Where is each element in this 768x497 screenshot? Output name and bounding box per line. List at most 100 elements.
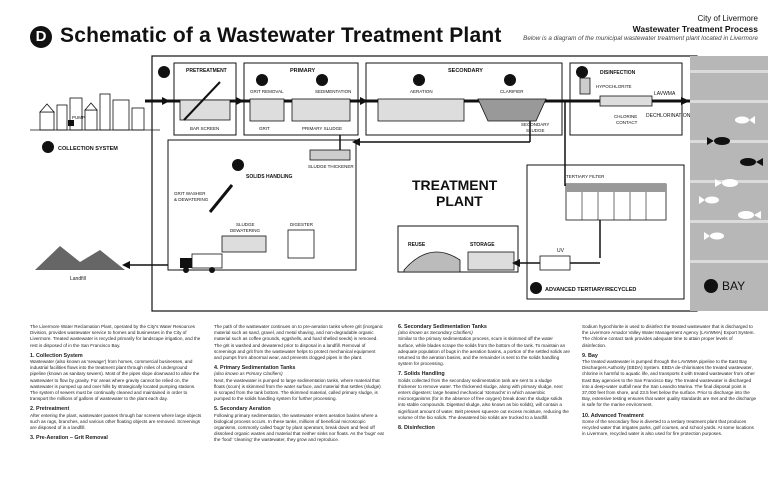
pretreatment-box <box>173 62 237 136</box>
secondary-sludge-label-2: SLUDGE <box>526 128 545 133</box>
clarifier-tank <box>477 98 547 122</box>
tertiary-filter-label: TERTIARY FILTER <box>566 174 605 179</box>
grit-tank <box>249 98 285 122</box>
step-9-badge <box>704 279 718 293</box>
section-6-heading: 6. Secondary Sedimentation Tanks <box>398 324 487 330</box>
section-3-heading: 3. Pre-Aeration – Grit Removal <box>30 435 108 442</box>
solids-handling-box <box>167 139 357 271</box>
landfill-label: Landfill <box>70 276 86 282</box>
step-7-badge <box>232 159 244 171</box>
step-4-badge <box>316 74 328 86</box>
text-column-1: The Livermore Water Reclamation Plant, o… <box>30 324 202 441</box>
aeration-basin <box>377 98 465 122</box>
pretreatment-label: PRETREATMENT <box>186 68 227 74</box>
disinfection-label: DISINFECTION <box>600 70 636 76</box>
section-4-subtitle: (also known as Primary Clarifiers) <box>214 371 283 377</box>
grit-washer-label-2: & DEWATERING <box>174 197 209 202</box>
advanced-tertiary-label: ADVANCED TERTIARY/RECYCLED <box>545 287 636 293</box>
chlorine-contact-label-1: CHLORINE <box>614 114 637 119</box>
bay-label: BAY <box>722 279 745 293</box>
section-6-body: Similar to the primary sedimentation pro… <box>398 336 570 367</box>
header-right: City of Livermore Wastewater Treatment P… <box>523 14 758 44</box>
tertiary-filter-icon <box>565 183 667 221</box>
grit-washer-icon <box>208 184 234 213</box>
sedimentation-label: SEDIMENTATION <box>315 89 351 94</box>
step-2-badge <box>158 66 170 78</box>
description-text: The Livermore Water Reclamation Plant, o… <box>30 324 760 494</box>
section-3-body: The path of the wastewater continues on … <box>214 324 384 361</box>
section-7-heading: 7. Solids Handling <box>398 371 445 378</box>
collection-system-label: COLLECTION SYSTEM <box>58 146 118 152</box>
secondary-box <box>365 62 563 136</box>
step-5-badge <box>413 74 425 86</box>
lavwma-label: LAVWMA <box>654 91 676 97</box>
treatment-plant-label-1: TREATMENT <box>412 177 498 193</box>
section-4-body: Next, the wastewater is pumped to large … <box>214 377 381 402</box>
grit-washer-label-1: GRIT WASHER <box>174 191 206 196</box>
section-8-heading: 8. Disinfection <box>398 425 435 432</box>
uv-label: UV <box>557 248 565 254</box>
aeration-label: AERATION <box>410 89 433 94</box>
sludge-dewatering-label-2: DEWATERING <box>230 228 260 233</box>
digester-tank <box>287 229 315 259</box>
primary-box <box>243 62 359 136</box>
uv-unit <box>539 255 571 271</box>
storage-label: STORAGE <box>470 242 495 248</box>
section-letter-badge: D <box>30 26 52 48</box>
dechlorination-label: DECHLORINATION <box>646 113 691 119</box>
step-8-number: 8 <box>580 70 584 77</box>
bar-screen-label: BAR SCREEN <box>190 126 219 131</box>
clarifier-label: CLARIFIER <box>500 89 524 94</box>
reuse-pond <box>403 251 461 273</box>
section-10-heading: 10. Advanced Treatment <box>582 412 644 419</box>
section-2-body: After entering the plant, wastewater pas… <box>30 412 202 431</box>
step-4-number: 4 <box>320 78 324 85</box>
step-2-number: 2 <box>162 70 166 77</box>
chlorine-contact-label-2: CONTACT <box>616 120 638 125</box>
solids-handling-label: SOLIDS HANDLING <box>246 174 293 180</box>
primary-sludge-label: PRIMARY SLUDGE <box>302 126 342 131</box>
section-1-heading: 1. Collection System <box>30 352 83 359</box>
town-buildings <box>39 93 145 131</box>
reuse-label: REUSE <box>408 242 426 248</box>
text-column-4: Sodium hypochlorite is used to disinfect… <box>582 324 758 437</box>
landfill-hills <box>35 246 125 270</box>
advanced-tertiary-box <box>526 164 685 300</box>
sludge-thickener-tank <box>309 149 351 161</box>
section-5-heading: 5. Secondary Aeration <box>214 406 271 413</box>
digester-label: DIGESTER <box>290 222 314 227</box>
bar-screen-icon <box>183 81 221 121</box>
treatment-plant-label-2: PLANT <box>436 193 483 209</box>
text-column-3: 6. Secondary Sedimentation Tanks (also k… <box>398 324 570 431</box>
step-10-number: 10 <box>533 287 540 293</box>
step-7-number: 7 <box>236 163 240 170</box>
fish-icons <box>699 116 763 240</box>
step-10-badge <box>530 282 542 294</box>
hypochlorite-label: HYPOCHLORITE <box>596 84 632 89</box>
section-5-body: Following primary sedimentation, the was… <box>214 412 384 443</box>
secondary-label: SECONDARY <box>448 68 483 74</box>
section-7-body: Solids collected from the secondary sedi… <box>398 377 569 420</box>
sludge-dewatering-label-1: SLUDGE <box>236 222 255 227</box>
section-8-body: Sodium hypochlorite is used to disinfect… <box>582 324 755 348</box>
primary-label: PRIMARY <box>290 68 315 74</box>
storage-tank <box>467 251 515 271</box>
truck-icon <box>180 253 223 273</box>
section-6-subtitle: (also known as Secondary Clarifiers) <box>398 330 473 336</box>
secondary-sludge-label-1: SECONDARY <box>521 122 549 127</box>
sedimentation-tank <box>291 98 351 122</box>
grit-removal-label: GRIT REMOVAL <box>250 89 284 94</box>
grit-label: GRIT <box>259 126 270 131</box>
step-5-number: 5 <box>417 78 421 85</box>
process-title: Wastewater Treatment Process <box>632 24 758 34</box>
pump-icon <box>68 120 74 126</box>
section-2-heading: 2. Pretreatment <box>30 406 70 413</box>
intro-paragraph: The Livermore Water Reclamation Plant, o… <box>30 324 201 348</box>
step-3-number: 3 <box>260 78 264 85</box>
step-1-badge <box>42 141 54 153</box>
section-9-heading: 9. Bay <box>582 352 598 359</box>
chlorine-contact-tank <box>599 95 653 107</box>
step-9-number: 9 <box>709 282 714 291</box>
disinfection-box <box>569 62 683 136</box>
org-name: City of Livermore <box>697 14 758 23</box>
